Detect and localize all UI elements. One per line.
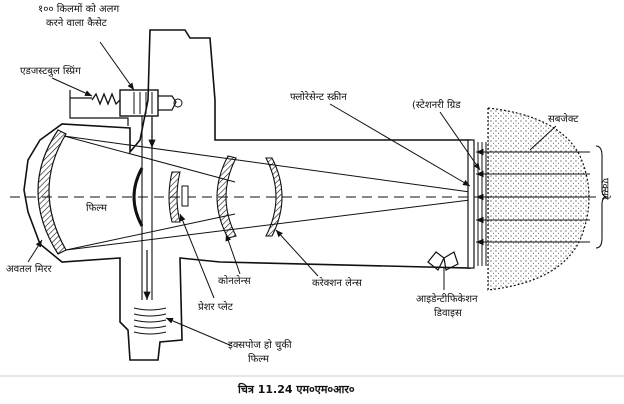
film xyxy=(132,167,144,227)
ray-top xyxy=(63,135,471,193)
label-screen: फ्लोरेसेन्ट स्क्रीन xyxy=(290,92,347,103)
label-grid: (स्टेशनरी ग्रिड xyxy=(412,100,461,111)
identification-device xyxy=(427,251,459,271)
camera-housing xyxy=(23,29,471,361)
cassette xyxy=(119,89,159,117)
leader-screen xyxy=(329,103,471,187)
adjustable-spring xyxy=(91,92,121,106)
cassette-lamp xyxy=(173,98,183,108)
label-ident-2: डिवाइस xyxy=(434,308,462,319)
leader-mirror xyxy=(27,239,43,263)
spring-bracket xyxy=(69,90,129,126)
ray-bottom xyxy=(65,199,471,251)
label-spring: एडजस्टबुल स्प्रिंग xyxy=(20,66,81,77)
label-pressure-plate: प्रेशर प्लेट xyxy=(198,302,233,313)
cassette-knob xyxy=(158,95,177,111)
leader-grid xyxy=(439,111,481,171)
ray-top-2 xyxy=(63,135,236,183)
label-exposed-2: फिल्म xyxy=(248,354,269,365)
cassette-coil xyxy=(133,92,153,114)
leader-cone xyxy=(225,233,241,275)
leader-spring xyxy=(51,77,93,97)
label-cassette-2: करने वाला कैसेट xyxy=(46,18,107,29)
subject xyxy=(487,107,590,291)
leader-pressure xyxy=(179,213,215,299)
exposed-film-stack xyxy=(133,307,167,335)
figure-caption: चित्र 11.24 एम०एम०आर० xyxy=(238,383,355,396)
leader-exposed xyxy=(165,317,233,347)
label-mirror: अवतल मिरर xyxy=(6,264,52,275)
fluorescent-screen xyxy=(467,139,475,269)
pressure-plate-pad xyxy=(181,185,189,207)
label-xray: एक्सरे xyxy=(599,178,610,200)
label-exposed-1: इक्सपोज हो चुकी xyxy=(228,340,292,351)
label-ident-1: आइडेन्टीफिकेशन xyxy=(416,294,478,305)
ray-bottom-2 xyxy=(65,213,236,251)
label-subject: सबजेक्ट xyxy=(548,114,579,125)
leader-subject xyxy=(529,125,557,151)
cone-lens xyxy=(216,155,237,239)
correction-lens xyxy=(265,157,283,237)
pressure-plate xyxy=(168,171,181,223)
label-correction-lens: करेक्शन लेन्स xyxy=(312,278,362,289)
leader-correction xyxy=(275,229,319,277)
concave-mirror xyxy=(37,129,67,255)
xray-arrows xyxy=(476,148,590,246)
xray-brace xyxy=(595,145,609,249)
label-cone-lens: कोनलेन्स xyxy=(218,276,251,287)
label-film: फिल्म xyxy=(86,203,107,214)
leader-cassette xyxy=(99,41,135,91)
label-cassette-1: १०० किलमों को अलग xyxy=(38,4,120,15)
stationary-grid xyxy=(477,142,487,266)
